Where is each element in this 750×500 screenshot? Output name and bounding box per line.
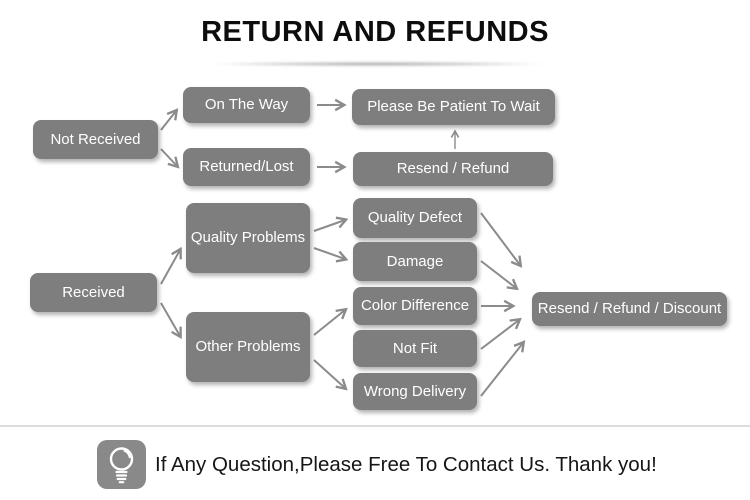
page-title: RETURN AND REFUNDS xyxy=(201,16,549,48)
arrow-quality-problems-to-damage xyxy=(313,247,345,259)
node-returned-lost: Returned/Lost xyxy=(183,148,310,186)
arrow-quality-defect-to-final xyxy=(480,212,520,265)
arrow-other-problems-to-wrong-delivery xyxy=(313,359,345,388)
footer-message: If Any Question,Please Free To Contact U… xyxy=(155,452,657,476)
title-underline-shadow xyxy=(158,61,596,67)
lightbulb-icon xyxy=(97,440,146,489)
node-not-received: Not Received xyxy=(33,120,158,159)
node-color-difference: Color Difference xyxy=(353,287,477,325)
node-wrong-delivery: Wrong Delivery xyxy=(353,373,477,410)
node-not-fit: Not Fit xyxy=(353,330,477,367)
node-resend-refund: Resend / Refund xyxy=(353,152,553,186)
node-quality-problems: Quality Problems xyxy=(186,203,310,273)
arrow-quality-problems-to-quality-defect xyxy=(313,220,345,232)
node-other-problems: Other Problems xyxy=(186,312,310,382)
arrow-damage-to-final xyxy=(480,260,516,288)
node-please-be-patient-to-wait: Please Be Patient To Wait xyxy=(352,89,555,125)
arrow-other-problems-to-color-difference xyxy=(313,310,345,336)
node-resend-refund-discount: Resend / Refund / Discount xyxy=(532,292,727,326)
arrow-not-received-to-on-the-way xyxy=(160,111,176,131)
arrow-received-to-other-problems xyxy=(160,302,180,336)
lightbulb-glyph xyxy=(109,447,134,484)
arrow-not-received-to-returned-lost xyxy=(160,148,177,166)
node-quality-defect: Quality Defect xyxy=(353,198,477,238)
node-on-the-way: On The Way xyxy=(183,87,310,123)
footer-divider xyxy=(0,425,750,427)
node-damage: Damage xyxy=(353,242,477,281)
node-received: Received xyxy=(30,273,157,312)
arrow-wrong-delivery-to-final xyxy=(480,343,523,397)
arrow-not-fit-to-final xyxy=(480,320,519,350)
arrow-received-to-quality-problems xyxy=(160,250,180,285)
